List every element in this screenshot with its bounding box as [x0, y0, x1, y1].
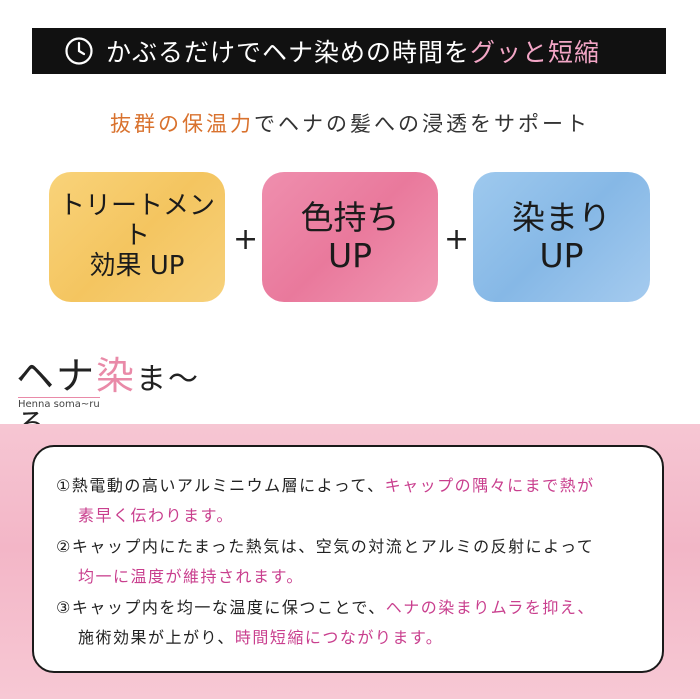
point-highlight: 均一に温度が維持されます。 [78, 567, 304, 586]
benefit-card-color-retention: 色持ち UP [262, 172, 438, 302]
point-text: ③キャップ内を均一な温度に保つことで、 [56, 598, 386, 617]
benefit-line1: 色持ち [300, 198, 400, 238]
point-item: ②キャップ内にたまった熱気は、空気の対流とアルミの反射によって 均一に温度が維持… [56, 532, 644, 592]
benefit-line2: 効果 UP [89, 250, 185, 281]
point-text: ②キャップ内にたまった熱気は、空気の対流とアルミの反射によって [56, 537, 595, 556]
point-text: ①熱電動の高いアルミニウム層によって、 [56, 476, 385, 495]
point-text: 施術効果が上がり、 [78, 628, 235, 647]
logo-part2: 染 [96, 354, 137, 398]
explanation-panel: ①熱電動の高いアルミニウム層によって、キャップの隅々にまで熱が 素早く伝わります… [32, 445, 664, 673]
banner-text: かぶるだけでヘナ染めの時間を [106, 38, 471, 67]
benefit-card-dyeing: 染まり UP [473, 172, 650, 302]
point-highlight: キャップの隅々にまで熱が [384, 476, 595, 495]
subtitle-accent: 抜群の保温力 [110, 112, 254, 136]
header-banner: かぶるだけでヘナ染めの時間をグッと短縮 [32, 28, 666, 74]
clock-icon [65, 37, 93, 65]
subtitle-rest: でヘナの髪への浸透をサポート [254, 112, 590, 136]
benefit-line2: UP [327, 236, 373, 275]
point-highlight: 素早く伝わります。 [78, 506, 234, 525]
brand-logo: ヘナ染ま〜る Henna soma~ru [16, 345, 216, 443]
point-item: ③キャップ内を均一な温度に保つことで、ヘナの染まりムラを抑え、 施術効果が上がり… [56, 593, 644, 653]
subtitle: 抜群の保温力でヘナの髪への浸透をサポート [0, 108, 700, 138]
point-highlight: 時間短縮につながります。 [234, 628, 444, 647]
benefit-card-treatment: トリートメント 効果 UP [49, 172, 225, 302]
point-highlight: ヘナの染まりムラを抑え、 [385, 598, 595, 617]
plus-sign: + [444, 222, 470, 257]
banner-accent-text: グッと短縮 [470, 38, 601, 67]
plus-sign: + [233, 222, 259, 257]
point-item: ①熱電動の高いアルミニウム層によって、キャップの隅々にまで熱が 素早く伝わります… [56, 471, 644, 531]
benefit-line1: 染まり [512, 198, 611, 238]
benefit-line2: UP [539, 236, 584, 275]
logo-subtitle: Henna soma~ru [18, 397, 100, 410]
benefit-line1: トリートメント [58, 191, 215, 252]
logo-part1: ヘナ [16, 354, 97, 398]
